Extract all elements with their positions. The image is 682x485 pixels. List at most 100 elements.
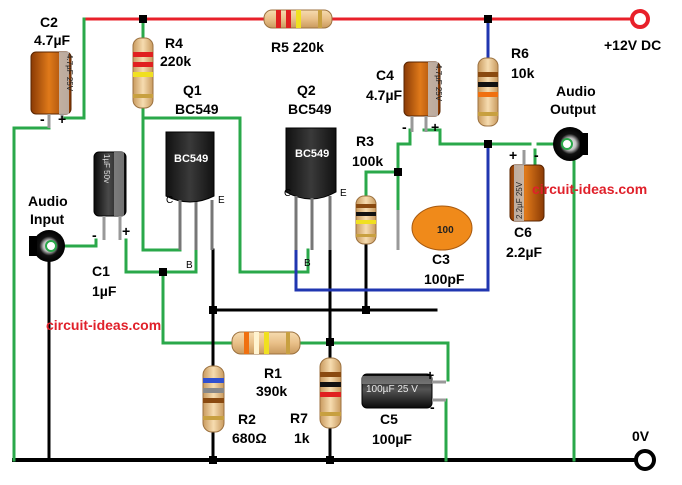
resistor-r5 — [263, 9, 333, 29]
wire-c4-left — [396, 128, 412, 146]
svg-text:100µF 25 V: 100µF 25 V — [366, 384, 418, 395]
q1-name: Q1 — [183, 82, 202, 98]
junction — [394, 168, 402, 176]
svg-text:BC549: BC549 — [295, 148, 329, 160]
svg-text:4.7µF 25V: 4.7µF 25V — [434, 64, 443, 102]
c4-minus: - — [402, 119, 407, 135]
capacitor-c5: 100µF 25 V — [361, 373, 446, 409]
junction — [209, 456, 217, 464]
junction — [362, 306, 370, 314]
wire-c2-left-to-ground — [12, 126, 51, 462]
junction — [484, 15, 492, 23]
c1-name: C1 — [92, 263, 110, 279]
wire-r3-top — [364, 142, 400, 198]
ground-label: 0V — [632, 428, 650, 444]
svg-text:2.2µF 25V: 2.2µF 25V — [515, 181, 524, 219]
capacitor-c3: 100 — [396, 205, 473, 251]
r1-value: 390k — [256, 383, 287, 399]
audio-output-label-2: Output — [550, 101, 596, 117]
wire-c1-to-base-node — [124, 238, 165, 274]
q2-name: Q2 — [297, 82, 316, 98]
c4-name: C4 — [376, 67, 394, 83]
wire-c2-right-to-top — [62, 17, 86, 120]
q1-pin-c: C — [166, 195, 173, 206]
q1-part: BC549 — [175, 101, 219, 117]
c5-name: C5 — [380, 411, 398, 427]
wire-r1-right — [298, 341, 450, 382]
resistor-r6 — [477, 57, 499, 127]
wire-input-jack — [50, 238, 98, 248]
c4-plus: + — [431, 119, 439, 135]
resistor-r1 — [231, 331, 301, 355]
r4-name: R4 — [165, 35, 183, 51]
r4-value: 220k — [160, 53, 191, 69]
capacitor-c1: 1µF 50v — [93, 151, 127, 240]
c3-name: C3 — [432, 251, 450, 267]
c2-minus: - — [40, 111, 45, 127]
junction — [209, 306, 217, 314]
audio-input-label-1: Audio — [28, 193, 68, 209]
c1-minus: - — [92, 227, 97, 243]
resistor-r2 — [202, 365, 225, 433]
transistor-q2: BC549 — [285, 127, 337, 250]
capacitor-c4: 4.7µF 25V — [403, 61, 443, 132]
wire-q1-collector-to-q2 — [141, 116, 310, 274]
junction — [159, 268, 167, 276]
audio-output-jack — [553, 127, 588, 161]
c2-plus: + — [58, 111, 66, 127]
supply-label: +12V DC — [604, 37, 661, 53]
q2-pin-c: C — [284, 188, 291, 199]
c5-value: 100µF — [372, 431, 412, 447]
q2-part: BC549 — [288, 101, 332, 117]
wire-c4-to-right — [422, 128, 490, 146]
transistor-q1: BC549 — [165, 131, 215, 250]
ground-terminal — [634, 449, 656, 471]
c6-value: 2.2µF — [506, 244, 543, 260]
r2-value: 680Ω — [232, 430, 267, 446]
c6-plus: + — [509, 147, 517, 163]
svg-text:100: 100 — [437, 225, 454, 236]
q2-pin-e: E — [340, 188, 347, 199]
r3-value: 100k — [352, 153, 383, 169]
watermark-right: circuit-ideas.com — [532, 181, 647, 197]
junction — [139, 15, 147, 23]
c4-value: 4.7µF — [366, 87, 403, 103]
wire-c5-to-ground — [434, 398, 448, 462]
c5-minus: - — [430, 399, 435, 415]
c2-name: C2 — [40, 14, 58, 30]
wire-base-node-down — [161, 270, 234, 345]
c1-value: 1µF — [92, 283, 117, 299]
r6-name: R6 — [511, 45, 529, 61]
junction — [326, 456, 334, 464]
r1-name: R1 — [264, 365, 282, 381]
c2-value: 4.7µF — [34, 32, 71, 48]
junction — [326, 338, 334, 346]
svg-text:1µF 50v: 1µF 50v — [102, 154, 111, 183]
watermark-left: circuit-ideas.com — [46, 317, 161, 333]
svg-text:BC549: BC549 — [174, 153, 208, 165]
r7-name: R7 — [290, 410, 308, 426]
wire-feedback-loop — [294, 142, 490, 292]
r5-label: R5 220k — [271, 39, 324, 55]
q1-pin-e: E — [218, 195, 225, 206]
resistor-r3 — [355, 195, 377, 245]
r3-name: R3 — [356, 133, 374, 149]
resistor-r4 — [132, 37, 154, 109]
capacitor-c6: 2.2µF 25V — [509, 150, 545, 222]
resistor-r7 — [319, 357, 342, 429]
capacitor-c2: 4.7µF 25V — [30, 51, 74, 128]
c3-value: 100pF — [424, 271, 465, 287]
wire-q1-base — [161, 248, 198, 274]
r2-name: R2 — [238, 411, 256, 427]
q2-pin-b: B — [304, 258, 311, 269]
supply-terminal — [630, 9, 650, 29]
audio-input-label-2: Input — [30, 211, 65, 227]
svg-text:4.7µF 25V: 4.7µF 25V — [65, 54, 74, 92]
r6-value: 10k — [511, 65, 535, 81]
q1-pin-b: B — [186, 260, 193, 271]
r7-value: 1k — [294, 430, 310, 446]
audio-input-jack — [29, 230, 65, 262]
c6-minus: - — [534, 147, 539, 163]
junction — [484, 140, 492, 148]
